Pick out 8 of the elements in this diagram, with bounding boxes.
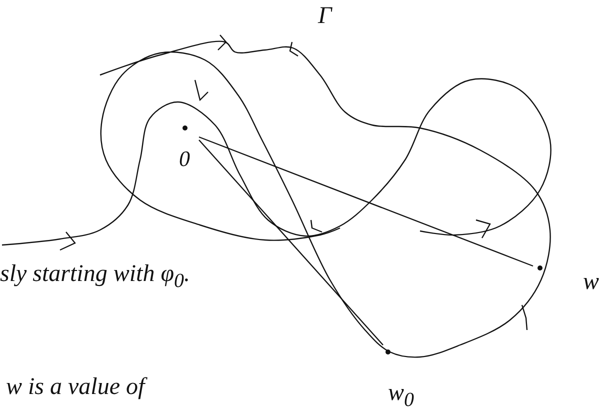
note-text: w is a value of (6, 375, 145, 399)
point-label: w (583, 270, 600, 294)
line-segment (198, 136, 534, 267)
point-label: 0 (179, 148, 190, 170)
curve-label: Γ (318, 4, 332, 28)
line-segment (198, 140, 384, 346)
point-label: w$_{0}$ (388, 381, 414, 410)
note-text: sly starting with φ$_{0}$. (0, 262, 190, 291)
